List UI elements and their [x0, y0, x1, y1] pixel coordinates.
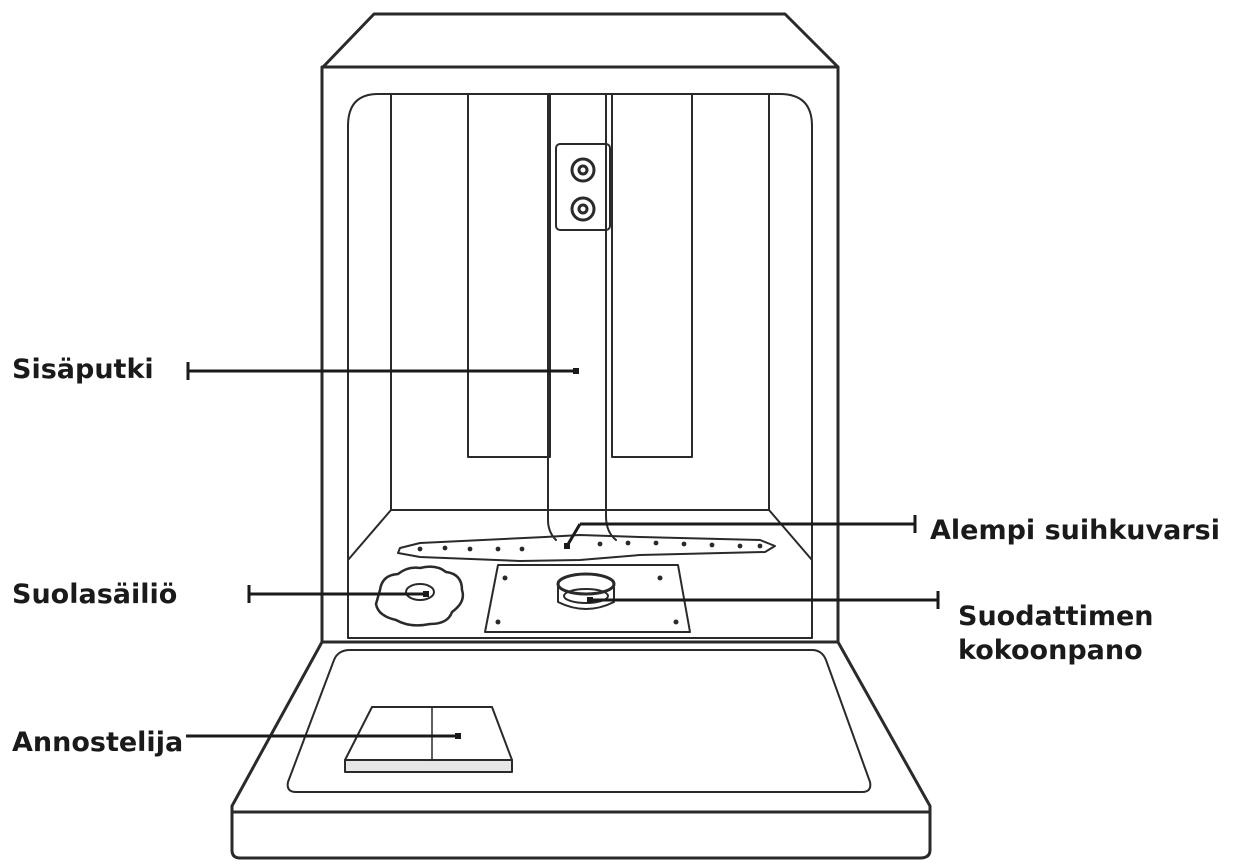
cabinet-top — [321, 12, 840, 69]
wall-panel-right — [611, 93, 693, 458]
nozzle-hole-5 — [597, 541, 603, 547]
filter-assembly-ring — [563, 588, 609, 604]
dispenser-front — [344, 759, 513, 773]
nozzle-hole-11 — [757, 543, 763, 549]
nozzle-hole-8 — [681, 541, 687, 547]
label-inner-pipe: Sisäputki — [12, 354, 154, 385]
filter-plate — [484, 564, 691, 633]
leader-filter-assembly — [587, 591, 940, 609]
nozzle-hole-6 — [625, 540, 631, 546]
label-filter-assembly: Suodattimen kokoonpano — [958, 600, 1154, 668]
filter-plate-screws — [495, 575, 679, 625]
salt-container-cap — [374, 565, 465, 627]
door-outer — [230, 640, 932, 860]
nozzle-hole-9 — [709, 542, 715, 548]
inner-pipe — [547, 93, 617, 541]
connector-hole-top — [570, 157, 596, 183]
lower-spray-arm — [397, 534, 776, 562]
nozzle-hole-1 — [442, 545, 448, 551]
inner-tub — [347, 93, 813, 639]
wall-panel-left — [467, 93, 551, 458]
connector-hole-bottom-inner — [577, 203, 589, 215]
nozzle-hole-10 — [737, 543, 743, 549]
leader-inner-pipe — [186, 362, 579, 380]
door-inner-panel — [286, 649, 872, 793]
filter-assembly-body — [557, 583, 615, 610]
leader-lower-spray-arm — [564, 515, 917, 549]
connector-hole-bottom — [570, 196, 596, 222]
spray-arm-nozzles — [417, 540, 763, 552]
label-filter-assembly-line2: kokoonpano — [958, 634, 1143, 666]
pipe-connector — [555, 143, 611, 231]
back-wall — [390, 93, 770, 511]
nozzle-hole-0 — [417, 546, 423, 552]
leader-dispenser — [186, 733, 461, 739]
leader-salt-container — [247, 585, 429, 603]
cabinet-body — [320, 65, 840, 644]
nozzle-hole-4 — [519, 546, 525, 552]
dispenser-lid — [344, 706, 513, 761]
salt-container-center — [405, 583, 435, 601]
floor-line-right — [768, 509, 813, 561]
label-lower-spray-arm: Alempi suihkuvarsi — [930, 515, 1220, 546]
filter-assembly-top — [556, 572, 616, 596]
nozzle-hole-3 — [495, 546, 501, 552]
connector-hole-top-inner — [577, 164, 589, 176]
nozzle-hole-2 — [467, 546, 473, 552]
label-dispenser: Annostelija — [12, 727, 184, 758]
label-salt-container: Suolasäiliö — [12, 579, 178, 610]
nozzle-hole-7 — [653, 540, 659, 546]
label-filter-assembly-line1: Suodattimen — [958, 601, 1154, 632]
floor-line-left — [347, 509, 392, 561]
